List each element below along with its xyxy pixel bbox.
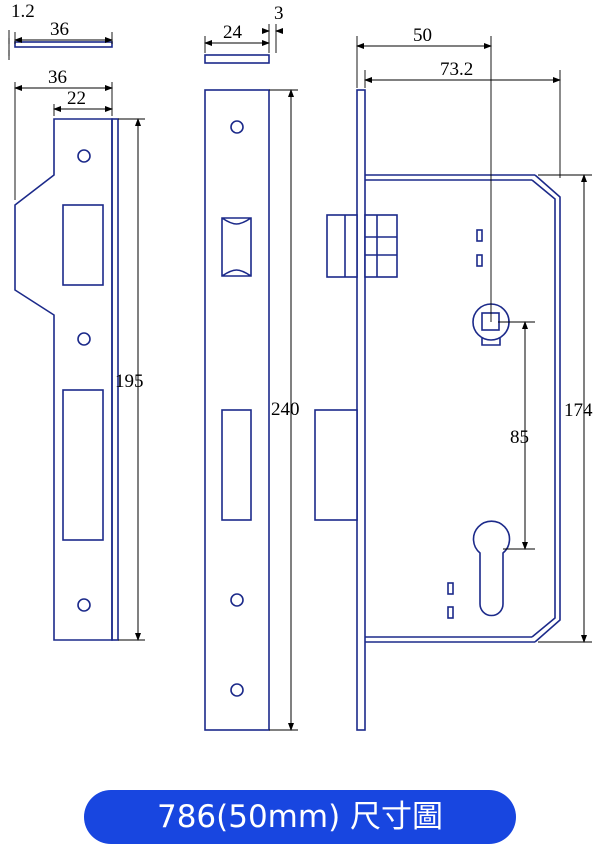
lock-front-plate [356,89,366,731]
lock-case-back [534,174,561,643]
faceplate-screw-hole-top [230,120,244,134]
dim-strike-inner-width: 22 [67,88,86,109]
dim-faceplate-thickness: 3 [274,3,284,24]
dim-strike-thickness: 1.2 [11,1,35,22]
faceplate-dimensions [204,24,298,731]
dim-strike-plate-width: 36 [50,19,69,40]
faceplate-latch-opening [221,217,252,277]
lock-body [314,89,561,731]
strike-plate-edge-view [14,41,113,48]
dim-case-depth: 73.2 [440,59,473,80]
dim-center-distance: 85 [510,427,529,448]
dim-strike-height: 195 [115,371,144,392]
case-slot-3 [447,582,454,595]
cylinder-cutout [472,520,511,617]
case-slot-1 [476,229,483,242]
faceplate-edge-view [204,54,270,64]
case-slot-2 [476,254,483,267]
strike-screw-hole-top [77,149,91,163]
strike-screw-hole-bottom [77,598,91,612]
strike-plate [14,41,119,641]
strike-plate-face-view [14,118,113,641]
strike-plate-lip [111,118,119,641]
strike-screw-hole-middle [77,332,91,346]
lock-dimensions [356,36,592,643]
latch-bolt [326,214,358,278]
strike-bolt-opening [62,389,104,541]
faceplate [204,54,270,731]
faceplate-bolt-opening [221,409,252,521]
dim-strike-overall-width: 36 [48,67,67,88]
dim-case-height: 174 [564,400,593,421]
dead-bolt [314,409,358,521]
faceplate-screw-hole-middle [230,593,244,607]
dim-faceplate-width: 24 [223,22,243,43]
faceplate-screw-hole-bottom [230,683,244,697]
case-slot-4 [447,606,454,619]
model-caption-badge: 786(50mm) 尺寸圖 [84,790,516,844]
strike-dimensions [8,30,145,641]
dim-faceplate-height: 240 [271,399,300,420]
dim-backset: 50 [413,25,432,46]
latch-tail [364,214,398,278]
strike-latch-opening [62,204,104,286]
